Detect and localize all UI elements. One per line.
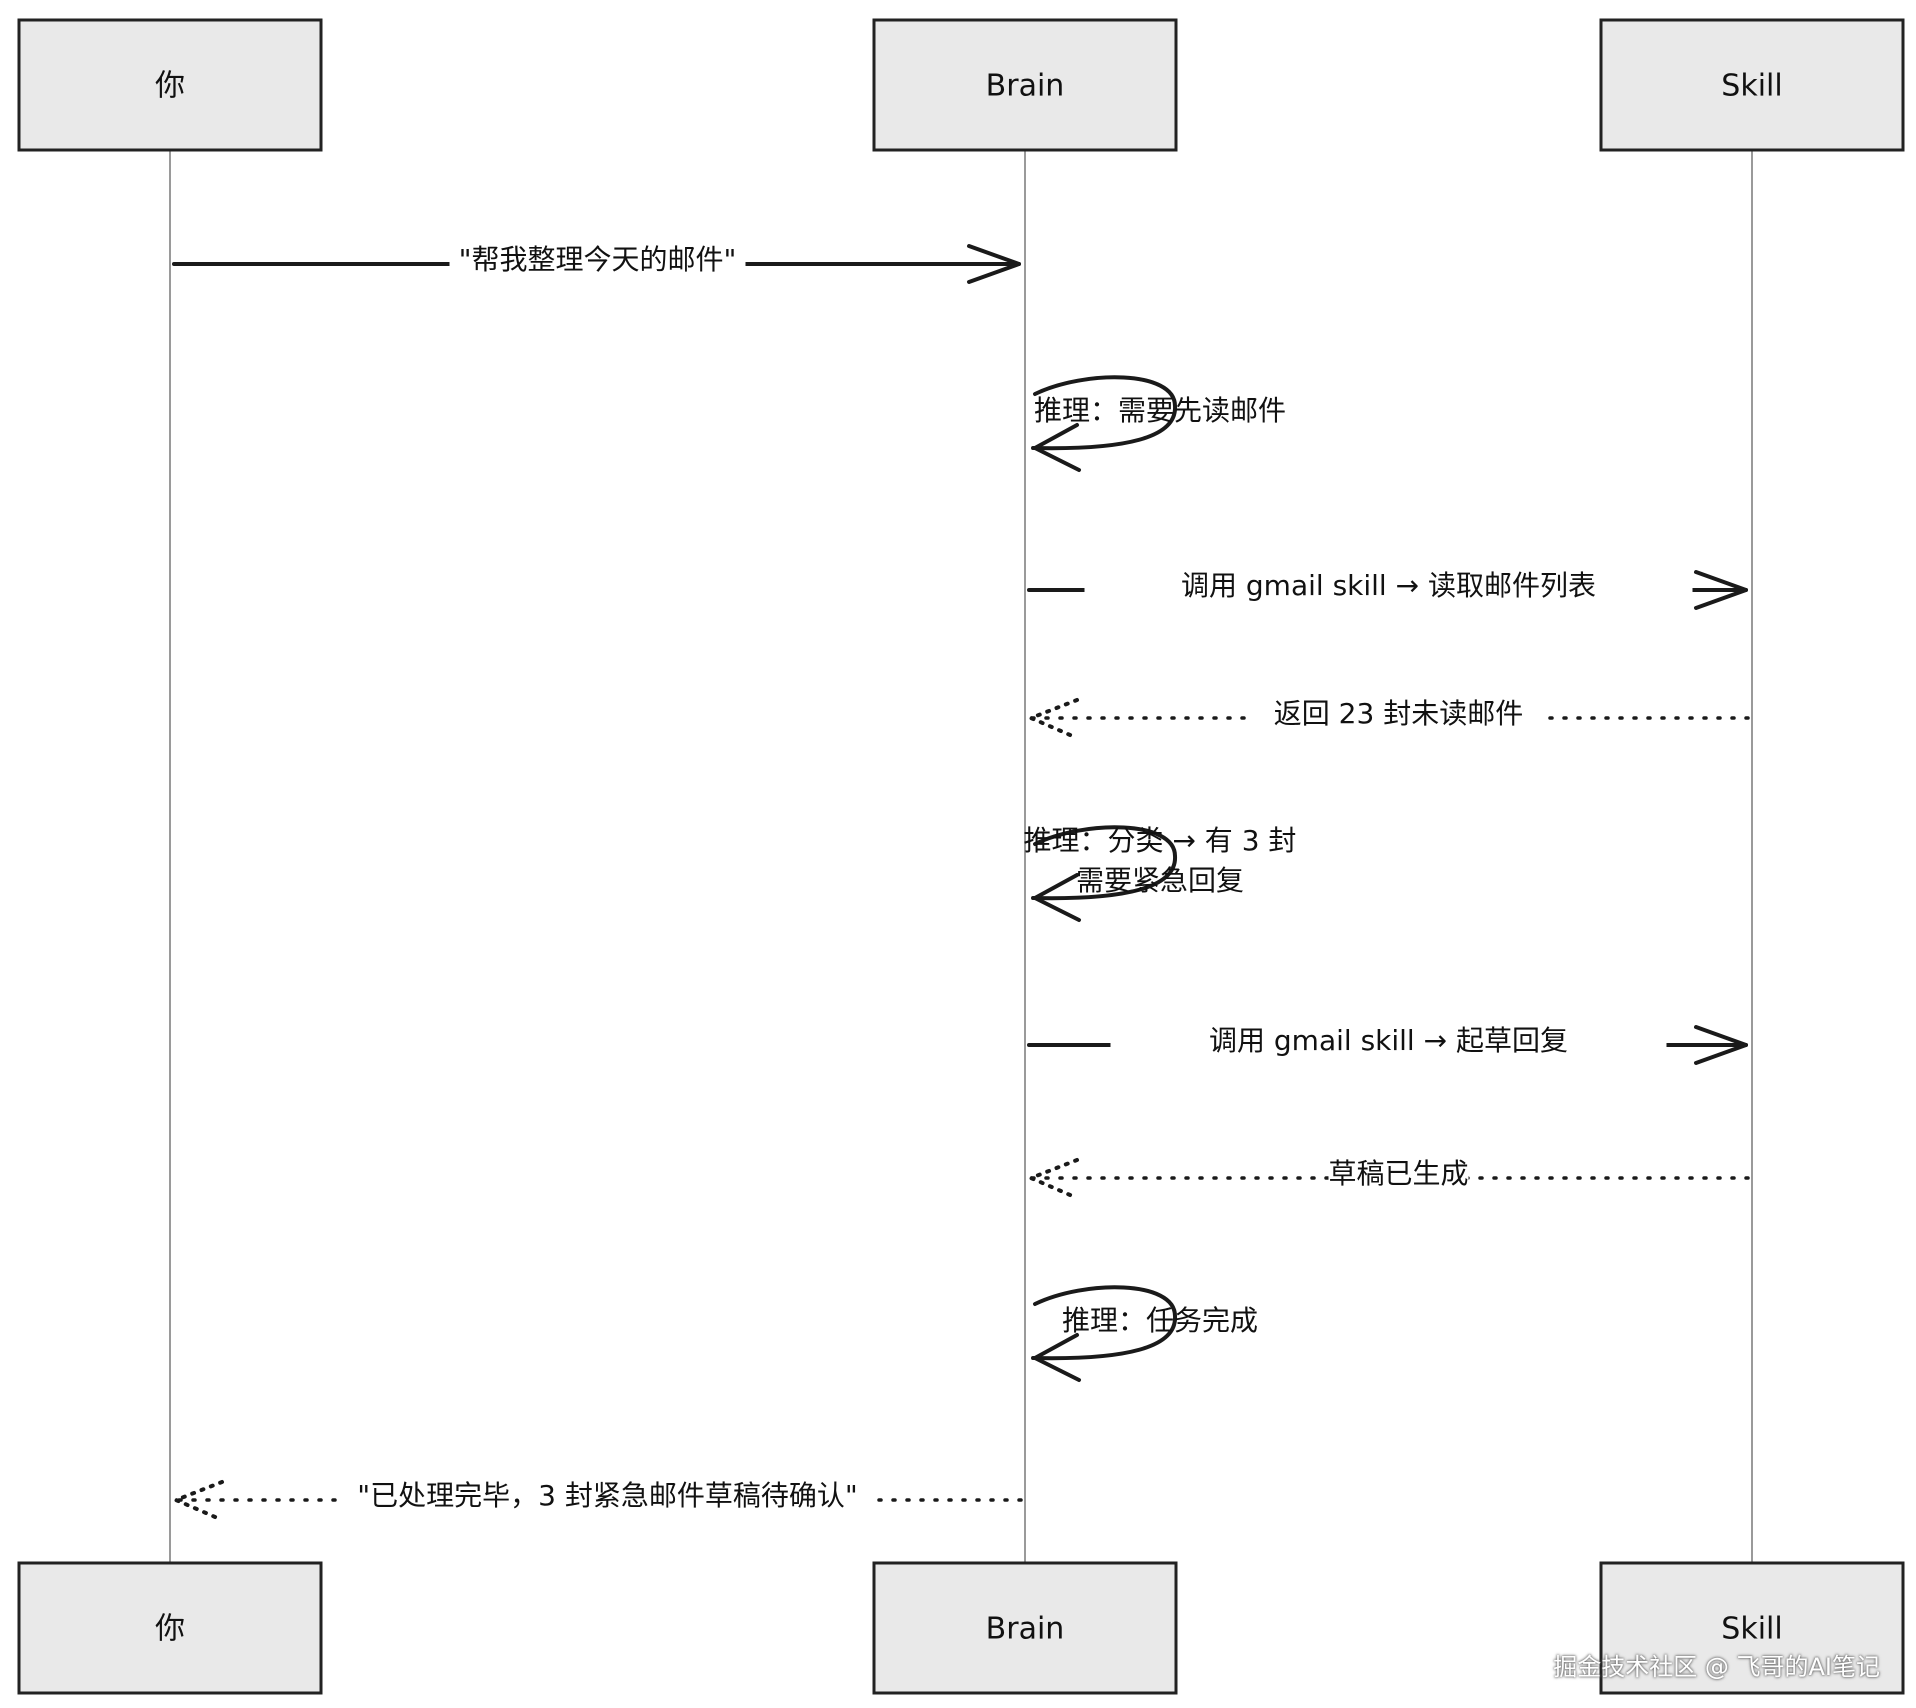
message-4-label: 返回 23 封未读邮件	[1274, 697, 1523, 730]
message-2-loop	[1031, 375, 1178, 451]
message-5-arrowhead	[1033, 873, 1081, 922]
message-6-label: 调用 gmail skill → 起草回复	[1209, 1024, 1568, 1057]
message-7-arrowhead	[1025, 1158, 1079, 1200]
message-2-arrowhead	[1033, 423, 1081, 472]
participant-box-skill-bottom	[1599, 1561, 1905, 1695]
participant-label-brain-top: Brain	[986, 69, 1065, 104]
message-1-arrowhead	[967, 244, 1021, 284]
message-1-label-bg	[449, 241, 746, 281]
participant-box-skill-top	[1599, 18, 1905, 152]
participant-label-skill-bottom: Skill	[1721, 1612, 1782, 1647]
message-9-label: "已处理完毕，3 封紧急邮件草稿待确认"	[357, 1479, 857, 1512]
message-5-label-line-1: 推理：分类 → 有 3 封	[1024, 824, 1297, 857]
participant-label-you-top: 你	[155, 69, 185, 104]
message-1-label: "帮我整理今天的邮件"	[459, 243, 737, 276]
watermark: 掘金技术社区 @ 飞哥的AI笔记	[1553, 1653, 1880, 1681]
message-2-label: 推理：需要先读邮件	[1034, 394, 1286, 427]
message-3-arrowhead	[1694, 570, 1748, 610]
message-9-label-bg	[342, 1477, 873, 1517]
message-8-arrowhead	[1033, 1333, 1081, 1382]
message-7-label: 草稿已生成	[1328, 1157, 1468, 1190]
message-5-label-line-2: 需要紧急回复	[1076, 864, 1244, 897]
message-9-arrowhead	[170, 1480, 224, 1522]
participant-box-you-bottom	[17, 1561, 323, 1695]
message-8-loop	[1031, 1285, 1178, 1361]
message-8-label: 推理：任务完成	[1062, 1304, 1258, 1337]
message-5-loop	[1031, 825, 1178, 901]
participant-box-you-top	[17, 18, 323, 152]
message-6-arrowhead	[1694, 1025, 1748, 1065]
participant-label-skill-top: Skill	[1721, 69, 1782, 104]
participant-box-brain-bottom	[872, 1561, 1178, 1695]
participant-label-brain-bottom: Brain	[986, 1612, 1065, 1647]
message-3-label: 调用 gmail skill → 读取邮件列表	[1181, 569, 1596, 602]
message-7-label-bg	[1328, 1155, 1469, 1195]
message-4-arrowhead	[1025, 698, 1079, 740]
message-3-label-bg	[1084, 567, 1693, 607]
participant-label-you-bottom: 你	[155, 1612, 185, 1647]
message-4-label-bg	[1250, 695, 1547, 735]
message-6-label-bg	[1110, 1022, 1667, 1062]
participant-box-brain-top	[872, 18, 1178, 152]
